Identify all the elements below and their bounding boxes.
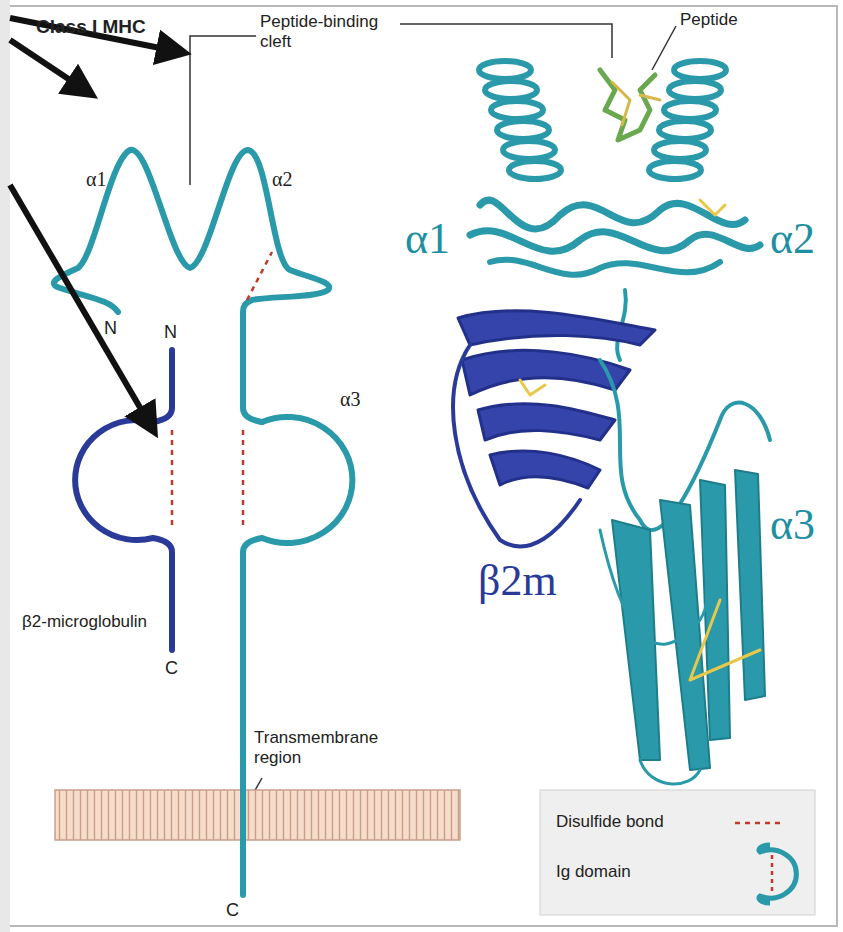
terminus-label: N [164, 322, 177, 343]
disulfide-bond [171, 430, 174, 530]
domain-label: α1 [86, 168, 106, 191]
legend-text: Disulfide bond [556, 812, 664, 832]
alpha3-domain [243, 417, 352, 895]
panel-frame [6, 6, 837, 926]
beta2m-chain [75, 350, 172, 650]
peptide-leader [652, 26, 676, 70]
part-label: Peptide [680, 10, 738, 30]
cleft-leader [190, 36, 256, 185]
cell-membrane [55, 790, 460, 840]
domain-label: α3 [770, 500, 815, 551]
cleft-leader [392, 24, 612, 58]
legend-disulfide-sample [735, 822, 780, 825]
domain-label: α1 [405, 214, 450, 265]
legend-text: Ig domain [556, 862, 631, 882]
terminus-label: C [226, 900, 239, 921]
domain-label: α3 [340, 388, 360, 411]
part-label: Transmembrane region [254, 728, 384, 767]
disulfide-bond [247, 252, 272, 300]
domain-label: β2m [478, 556, 557, 607]
legend-ig-sample [759, 845, 797, 903]
figure-title: Class I MHC [36, 16, 146, 38]
domain-label: α2 [770, 214, 815, 265]
domain-label: α2 [272, 168, 292, 191]
terminus-label: C [165, 658, 178, 679]
pointer-arrow [10, 185, 152, 428]
alpha-chain [54, 150, 329, 422]
ribbon-structure [453, 61, 770, 784]
part-label: Peptide-binding cleft [260, 12, 400, 51]
legend-box [540, 790, 815, 915]
disulfide-bond [242, 430, 245, 530]
pointer-arrow [10, 40, 88, 92]
part-label: β2-microglobulin [22, 612, 162, 632]
terminus-label: N [104, 318, 117, 339]
edge-shade [0, 0, 10, 932]
